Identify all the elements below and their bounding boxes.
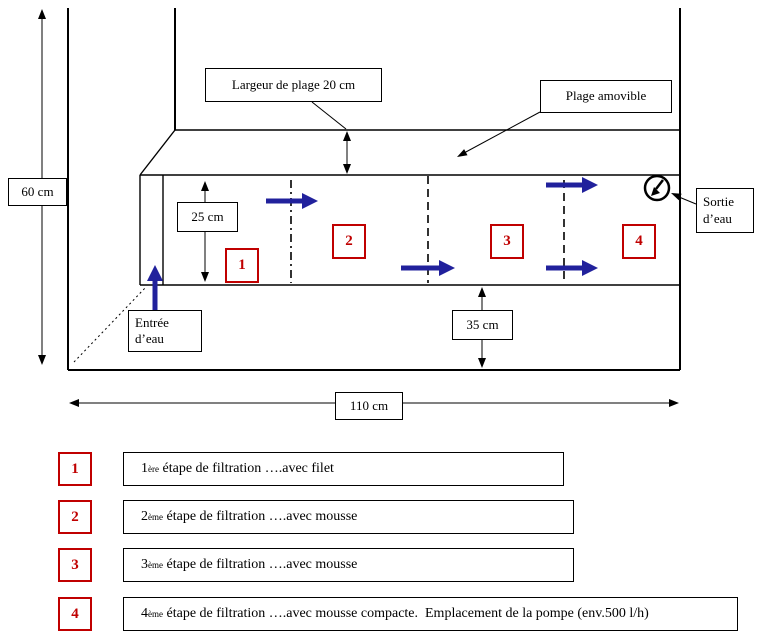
legend-text-base: 3 bbox=[141, 557, 148, 572]
legend-text-rest: étape de filtration ….avec mousse bbox=[163, 509, 358, 524]
arrowhead bbox=[669, 399, 679, 407]
stage-marker-1: 1 bbox=[225, 248, 259, 283]
inlet-label-line2: d’eau bbox=[135, 331, 164, 346]
arrowhead bbox=[671, 193, 682, 201]
flow-arrow-head bbox=[582, 260, 598, 276]
leader-outlet bbox=[671, 193, 697, 205]
stage-marker-3: 3 bbox=[490, 224, 524, 259]
leader-line bbox=[678, 196, 697, 205]
legend-num-1: 1 bbox=[58, 452, 92, 486]
arrowhead bbox=[201, 181, 209, 191]
outlet-label-line2: d’eau bbox=[703, 210, 732, 226]
water-inlet-label: Entrée d’eau bbox=[128, 310, 202, 352]
legend-text-base: 4 bbox=[141, 606, 148, 621]
water-outlet-label: Sortie d’eau bbox=[696, 188, 754, 233]
legend-num-4: 4 bbox=[58, 597, 92, 631]
plage-perspective-edge bbox=[139, 129, 176, 176]
tank-outline bbox=[67, 8, 681, 371]
plage-width-label: Largeur de plage 20 cm bbox=[205, 68, 382, 102]
arrowhead bbox=[478, 358, 486, 368]
legend-text-rest: étape de filtration ….avec mousse bbox=[163, 557, 358, 572]
dim-arrow-20cm bbox=[343, 131, 351, 174]
outlet-label-line1: Sortie bbox=[703, 194, 735, 210]
legend-num-3: 3 bbox=[58, 548, 92, 582]
flow-arrow-inlet-up bbox=[147, 265, 163, 310]
stage-marker-4: 4 bbox=[622, 224, 656, 259]
filter-depth-label: 25 cm bbox=[177, 202, 238, 232]
arrowhead bbox=[478, 287, 486, 297]
flow-arrow-right-2 bbox=[401, 260, 455, 276]
flow-arrow-head bbox=[439, 260, 455, 276]
inlet-label-line1: Entrée bbox=[135, 314, 169, 330]
arrowhead bbox=[343, 164, 351, 174]
water-outlet-icon bbox=[643, 174, 671, 202]
legend-text-rest: étape de filtration ….avec mousse compac… bbox=[163, 606, 649, 621]
flow-arrow-head bbox=[147, 265, 163, 281]
inlet-dotted-line bbox=[73, 286, 147, 363]
arrowhead bbox=[201, 272, 209, 282]
flow-arrow-head bbox=[582, 177, 598, 193]
flow-arrow-head bbox=[302, 193, 318, 209]
legend-text-rest: étape de filtration ….avec filet bbox=[159, 461, 334, 476]
legend-num-2: 2 bbox=[58, 500, 92, 534]
outlet-arrow-head bbox=[651, 187, 660, 196]
height-dimension-label: 60 cm bbox=[8, 178, 67, 206]
plage-outline bbox=[139, 129, 680, 286]
width-dimension-label: 110 cm bbox=[335, 392, 403, 420]
leader-plage-width bbox=[311, 101, 347, 130]
flow-arrow-right-3 bbox=[546, 177, 598, 193]
arrowhead bbox=[457, 149, 468, 157]
leader-line bbox=[463, 111, 541, 154]
flow-arrows bbox=[147, 177, 598, 310]
legend-text-base: 2 bbox=[141, 509, 148, 524]
arrowhead bbox=[38, 9, 46, 19]
plage-removable-label: Plage amovible bbox=[540, 80, 672, 113]
arrowhead bbox=[69, 399, 79, 407]
arrowhead bbox=[343, 131, 351, 141]
legend-text-base: 1 bbox=[141, 461, 148, 476]
outlet-arrow-shaft bbox=[655, 179, 664, 190]
under-depth-label: 35 cm bbox=[452, 310, 513, 340]
stage-marker-2: 2 bbox=[332, 224, 366, 259]
flow-arrow-right-1 bbox=[266, 193, 318, 209]
arrowhead bbox=[38, 355, 46, 365]
flow-arrow-right-4 bbox=[546, 260, 598, 276]
leader-plage-removable bbox=[457, 111, 541, 157]
